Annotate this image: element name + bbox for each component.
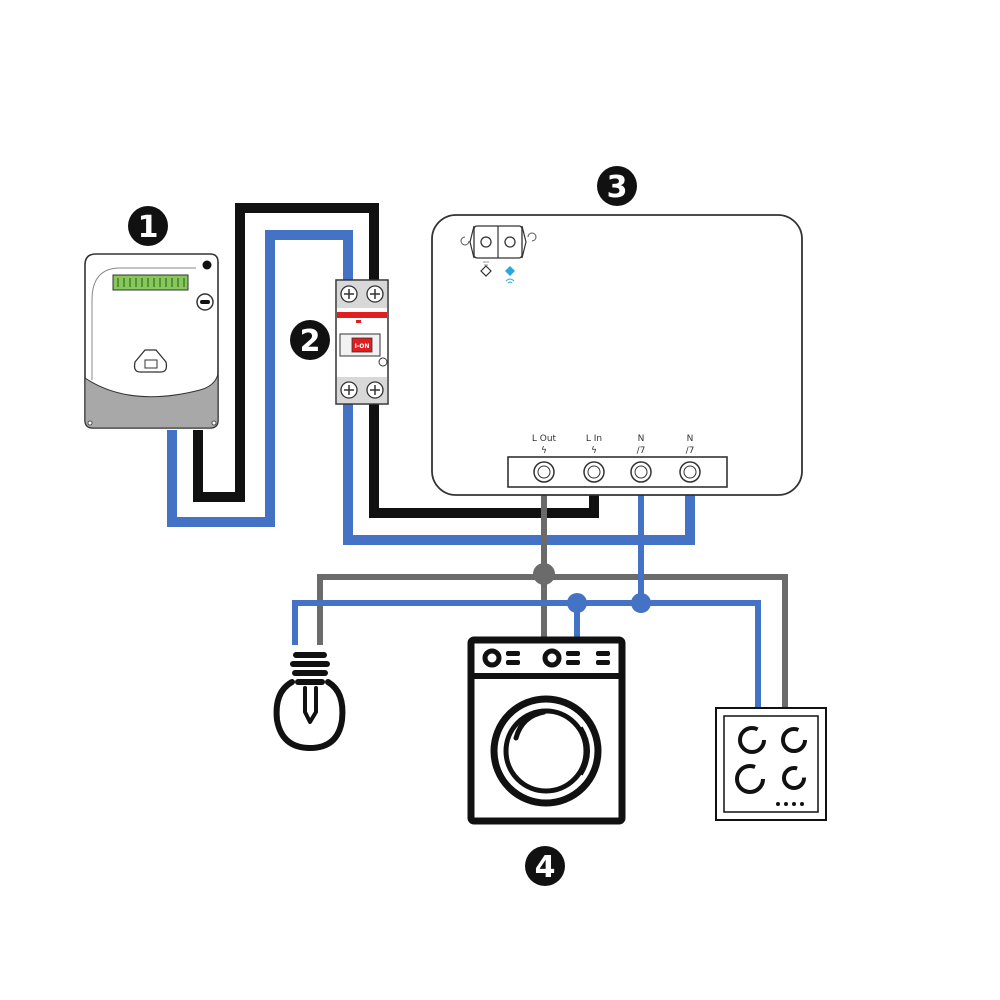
signal-icon bbox=[483, 261, 489, 266]
washer-door-hinge bbox=[577, 726, 590, 776]
terminal-lin-symbol: ϟ bbox=[591, 446, 597, 456]
washer-button-2b bbox=[566, 660, 580, 665]
wifi-waves-icon bbox=[505, 278, 515, 284]
breaker-mark bbox=[356, 320, 361, 323]
bulb-glass bbox=[273, 679, 346, 751]
washer-body bbox=[467, 636, 626, 825]
controller-button-left[interactable] bbox=[480, 236, 492, 248]
washing-machine-icon bbox=[467, 636, 626, 825]
cooktop-icon bbox=[715, 707, 827, 821]
cooktop-controls bbox=[776, 802, 804, 806]
breaker-red-band bbox=[337, 312, 387, 318]
washer-button-1a bbox=[506, 651, 520, 656]
breaker-top-screws bbox=[340, 285, 384, 303]
burner-top-right bbox=[781, 727, 807, 753]
wire-neutral-bus bbox=[292, 600, 761, 710]
badge-breaker-number: 2 bbox=[300, 324, 321, 359]
bulb-filament bbox=[303, 686, 318, 724]
terminal-lin-label: L In bbox=[586, 434, 602, 444]
badge-meter-number: 1 bbox=[138, 210, 159, 245]
wire-live-breaker-to-lin bbox=[369, 404, 599, 518]
badge-breaker bbox=[290, 320, 330, 360]
washer-button-1b bbox=[506, 660, 520, 665]
burner-bottom-right bbox=[782, 766, 806, 790]
controller-body bbox=[431, 214, 803, 496]
meter-inner-curve bbox=[91, 267, 196, 380]
badge-meter bbox=[128, 206, 168, 246]
terminal-lin: L In ϟ bbox=[583, 434, 605, 483]
washer-button-2a bbox=[566, 651, 580, 656]
breaker-switch-label: I-ON bbox=[355, 343, 370, 350]
power-icon bbox=[460, 236, 470, 246]
terminal-lout-label: L Out bbox=[532, 434, 557, 444]
terminal-n1: N /7 bbox=[630, 434, 652, 483]
light-bulb-icon bbox=[273, 652, 346, 751]
junction-neutral-2 bbox=[631, 593, 651, 613]
wire-neutral-breaker-to-n bbox=[343, 404, 695, 545]
electricity-meter bbox=[84, 253, 219, 429]
terminal-n2-label: N bbox=[687, 434, 694, 444]
meter-button-slot bbox=[200, 300, 210, 304]
controller-bracket-right bbox=[521, 225, 527, 259]
washer-button-3a bbox=[596, 651, 610, 656]
badge-appliances-number: 4 bbox=[535, 850, 556, 885]
junction-neutral-1 bbox=[567, 593, 587, 613]
badge-controller bbox=[597, 166, 637, 206]
meter-led bbox=[202, 260, 212, 270]
washer-door-glare bbox=[513, 709, 547, 741]
badge-controller-number: 3 bbox=[607, 170, 628, 205]
washer-door-outer bbox=[490, 695, 602, 807]
meter-grey-base bbox=[84, 373, 219, 429]
breaker-indicator bbox=[378, 357, 388, 367]
washer-knob-1 bbox=[482, 648, 502, 668]
breaker-switch bbox=[351, 337, 373, 353]
wire-neutral-meter-to-breaker bbox=[167, 230, 353, 527]
washer-button-3b bbox=[596, 660, 610, 665]
meter-screw-right bbox=[211, 420, 217, 426]
terminal-lout-symbol: ϟ bbox=[541, 446, 547, 456]
wifi-led-icon bbox=[505, 266, 515, 276]
smart-switch-module: L Out ϟ L In ϟ N /7 N /7 bbox=[431, 214, 803, 496]
meter-display-segments bbox=[117, 278, 185, 287]
controller-button-right[interactable] bbox=[504, 236, 516, 248]
burner-bottom-left bbox=[735, 764, 765, 794]
breaker-bottom-screws bbox=[340, 381, 384, 399]
terminal-n2-symbol: /7 bbox=[686, 446, 695, 456]
cooktop-surface bbox=[723, 715, 819, 813]
burner-top-left bbox=[738, 726, 766, 754]
terminal-n1-symbol: /7 bbox=[637, 446, 646, 456]
junction-load bbox=[533, 563, 555, 585]
cooktop-burners bbox=[735, 726, 807, 794]
washer-knob-2 bbox=[542, 648, 562, 668]
terminal-n2: N /7 bbox=[679, 434, 701, 483]
wire-live-meter-to-breaker bbox=[193, 203, 379, 502]
circuit-breaker: I-ON bbox=[335, 279, 389, 405]
status-led-diamond-icon bbox=[480, 265, 492, 277]
meter-screw-left bbox=[87, 420, 93, 426]
terminal-lout: L Out ϟ bbox=[532, 434, 557, 483]
terminal-n1-label: N bbox=[638, 434, 645, 444]
meter-seal-inner bbox=[144, 359, 158, 369]
reset-icon bbox=[527, 232, 537, 242]
badge-appliances bbox=[525, 846, 565, 886]
controller-bracket-left bbox=[469, 225, 475, 259]
meter-display bbox=[112, 274, 189, 291]
